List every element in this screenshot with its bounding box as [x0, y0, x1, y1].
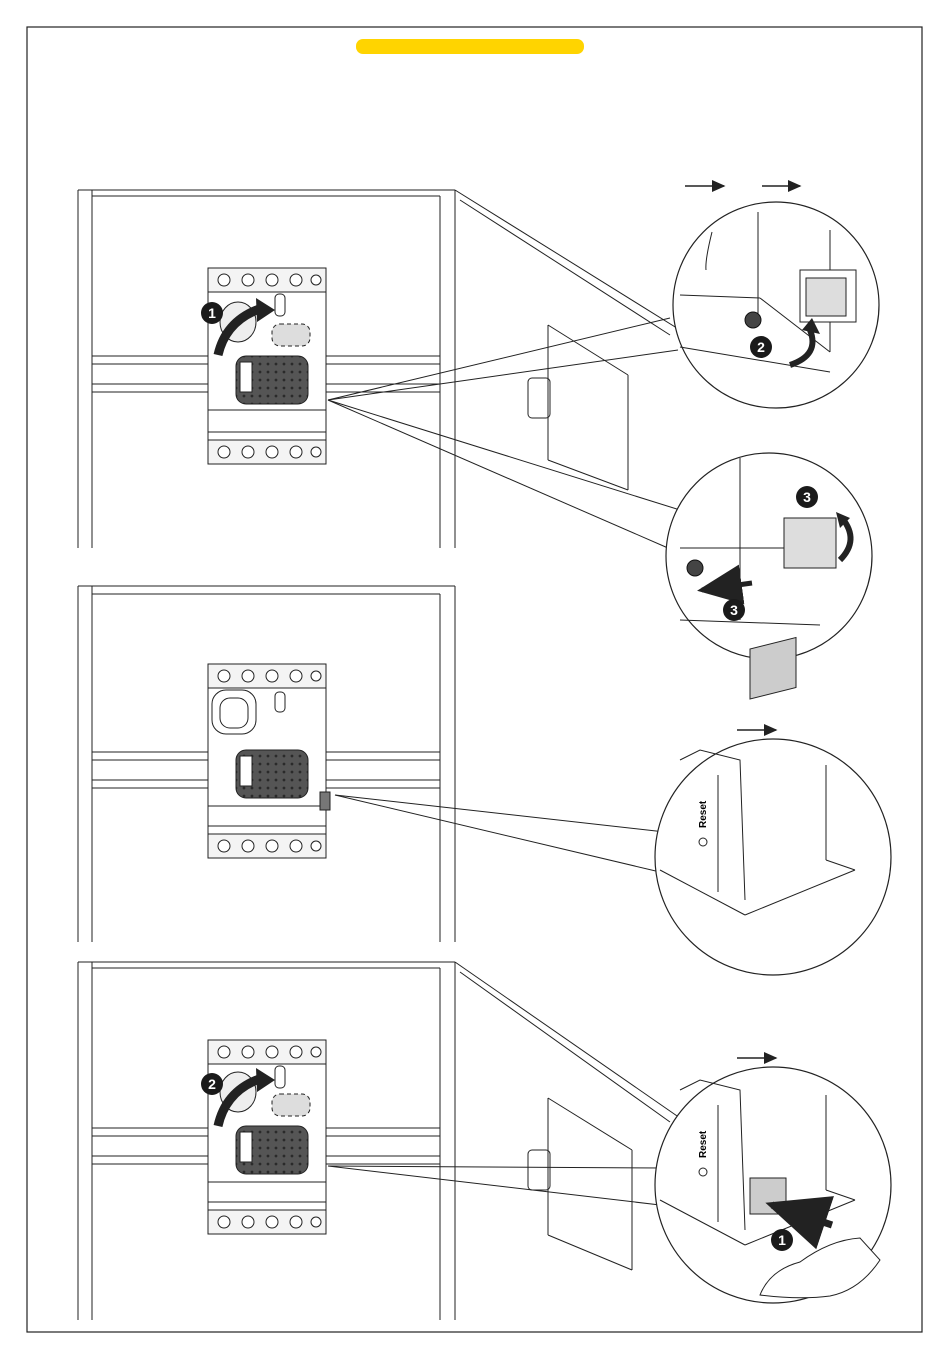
- circuit-breaker-1: [208, 268, 326, 464]
- detail-circle-b: 3 3: [666, 453, 872, 659]
- step-badge-3b: 3: [723, 599, 745, 621]
- callout-lines-2: [335, 795, 665, 872]
- svg-text:3: 3: [730, 602, 738, 618]
- step-badge-3a: 3: [796, 486, 818, 508]
- callout-lines-1: [328, 318, 680, 548]
- circuit-breaker-3: [208, 1040, 326, 1234]
- step-badge-1-panel3: 1: [771, 1229, 793, 1251]
- panel-3: 2 Reset 1: [78, 962, 891, 1320]
- step-badge-2-panel3: 2: [201, 1073, 223, 1095]
- panel-2: Reset: [78, 586, 891, 975]
- svg-text:2: 2: [208, 1076, 216, 1092]
- enclosure-frame-1: [78, 190, 680, 548]
- circuit-breaker-2: [208, 664, 330, 858]
- step-badge-1: 1: [201, 302, 223, 324]
- svg-text:1: 1: [208, 305, 216, 321]
- svg-text:2: 2: [757, 339, 765, 355]
- reset-label: Reset: [698, 1130, 709, 1158]
- panel-1: 1: [78, 186, 879, 659]
- screw-icon: [745, 312, 761, 328]
- detail-circle-d: Reset 1: [655, 1067, 891, 1303]
- reset-label: Reset: [698, 800, 709, 828]
- screw-icon: [687, 560, 703, 576]
- svg-text:1: 1: [778, 1232, 786, 1248]
- header-accent-bar: [356, 39, 584, 54]
- enclosure-frame-3: [78, 962, 680, 1320]
- detail-circle-a: 2: [673, 202, 879, 408]
- callout-lines-3: [328, 1166, 665, 1205]
- step-badge-2: 2: [750, 336, 772, 358]
- svg-text:3: 3: [803, 489, 811, 505]
- detail-circle-c: Reset: [655, 638, 891, 975]
